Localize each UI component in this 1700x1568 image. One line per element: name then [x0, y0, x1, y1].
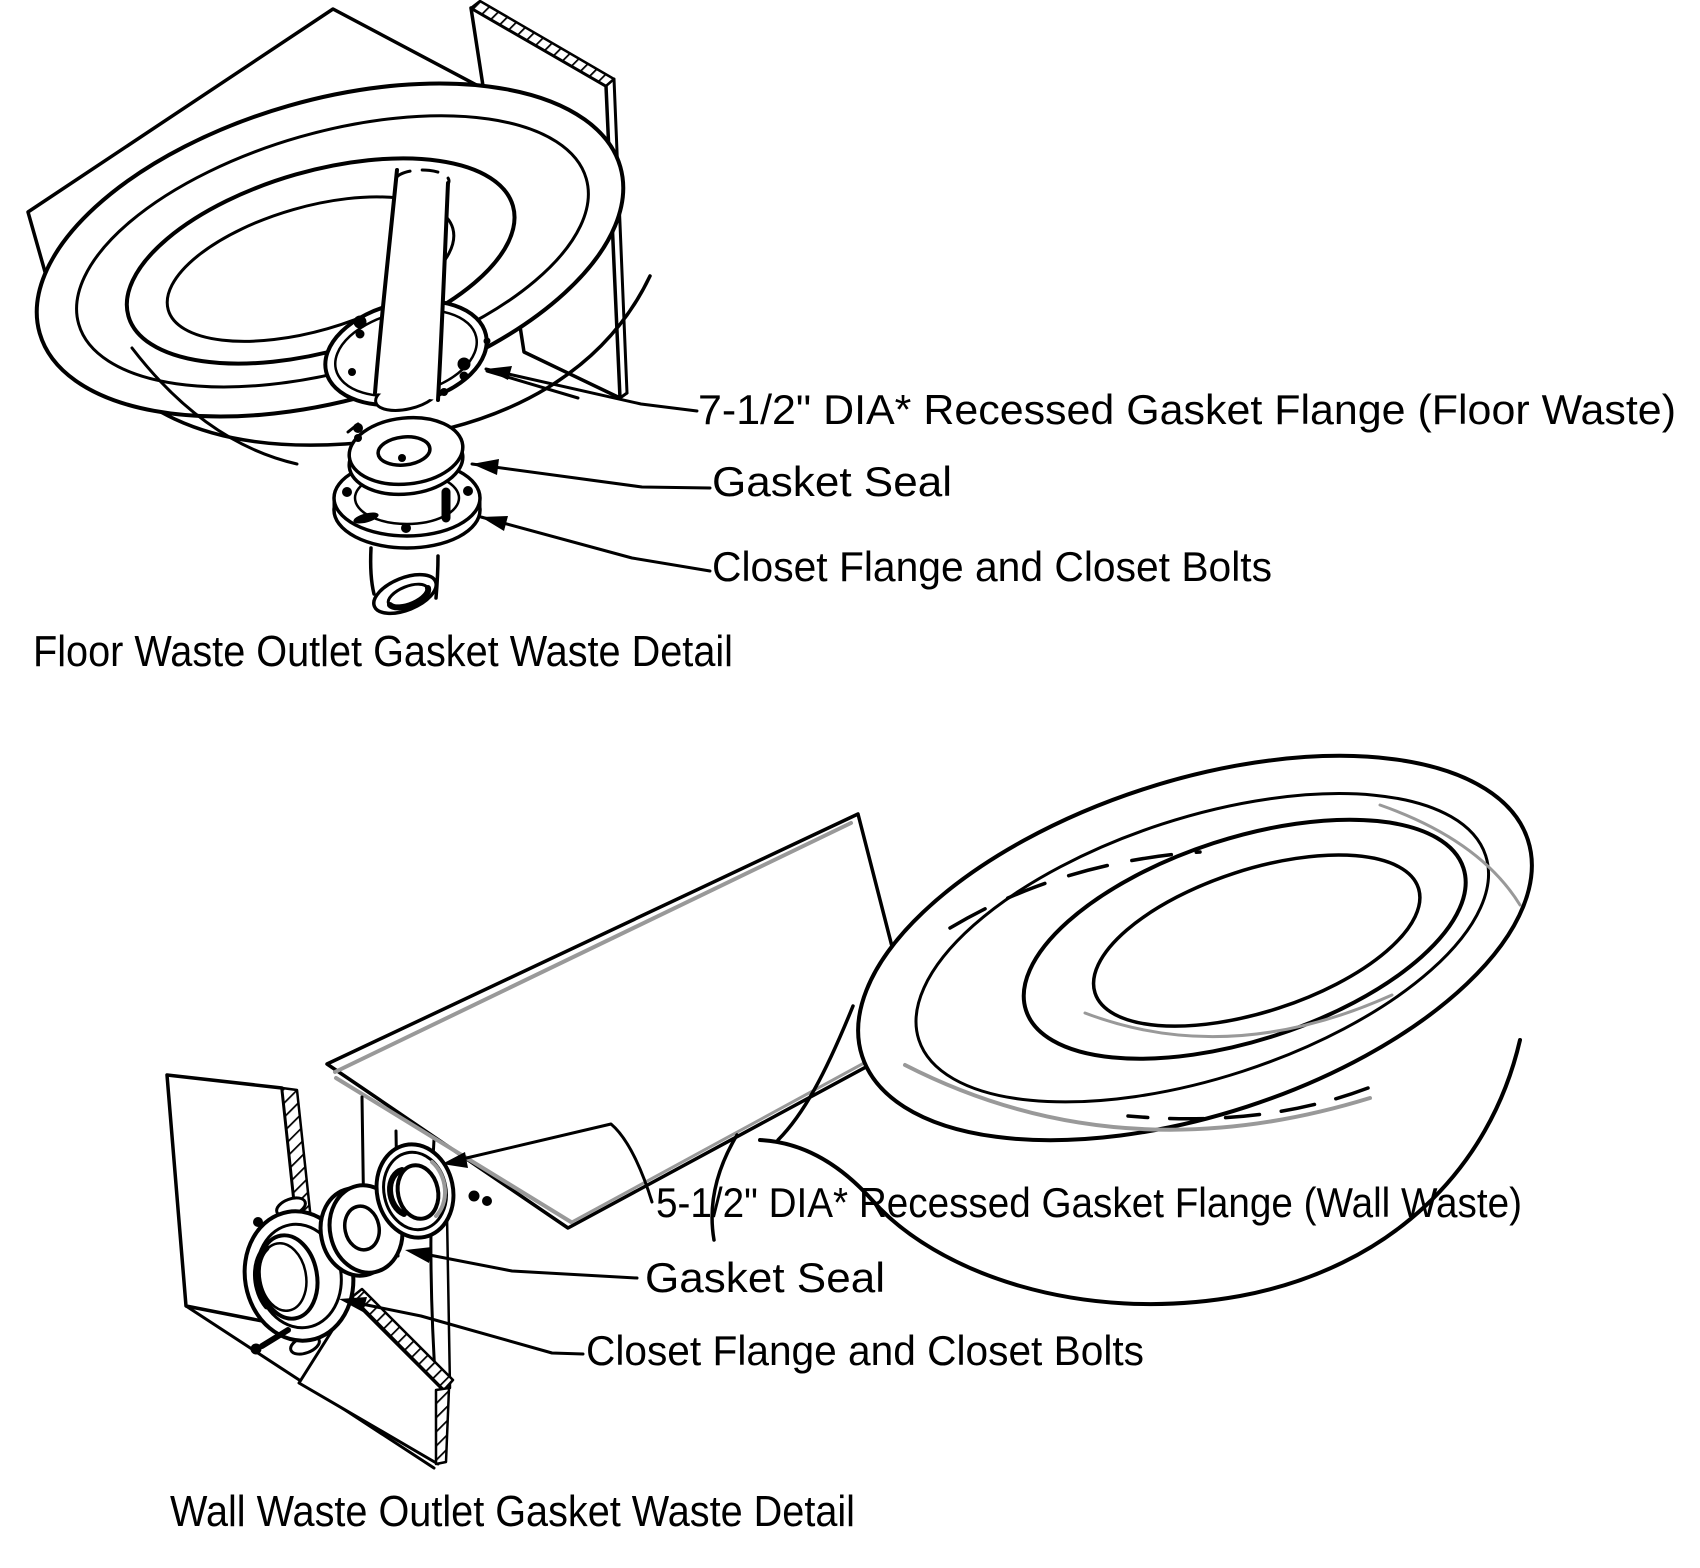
leader-flange [456, 1122, 654, 1204]
arrowhead [442, 1152, 468, 1168]
flange-bolt [459, 371, 469, 381]
bowl-outlet-line [130, 346, 299, 466]
floor-detail-title: Floor Waste Outlet Gasket Waste Detail [33, 627, 733, 676]
leader-gasket [412, 1250, 639, 1280]
arrowhead [481, 516, 508, 531]
label-wall-flange: 5-1/2" DIA* Recessed Gasket Flange (Wall… [656, 1179, 1522, 1226]
hidden-hole-arc [394, 168, 451, 186]
floor-waste-drawing: 7-1/2" DIA* Recessed Gasket Flange (Floo… [26, 0, 1676, 676]
flange-bolt [353, 315, 367, 329]
loose-bolts [468, 1190, 492, 1206]
closet-bolt [253, 1217, 263, 1227]
toilet-bowl [360, 753, 1534, 1307]
leader-closet [479, 515, 712, 573]
arrowhead [472, 459, 499, 475]
drain-pipe [373, 168, 451, 402]
bowl-body [758, 1038, 1522, 1307]
label-floor-closet-flange: Closet Flange and Closet Bolts [712, 543, 1272, 590]
flange-hole [483, 337, 491, 345]
trapway-line [710, 1133, 739, 1242]
outlet-spigot [368, 546, 440, 616]
closet-bolt [250, 1343, 262, 1355]
flange-hole [348, 368, 356, 376]
closet-bolt [259, 1327, 291, 1349]
arrowhead [339, 1297, 367, 1312]
flange-bolt [355, 329, 365, 339]
closet-bolts [342, 423, 473, 533]
wall-section-corner [297, 1138, 455, 1466]
label-wall-gasket-seal: Gasket Seal [645, 1254, 885, 1301]
leader-lines-wall [339, 1122, 654, 1356]
gasket-seal [346, 415, 465, 497]
leader-lines-floor [470, 366, 712, 573]
recessed-gasket-flange-wall [374, 1142, 456, 1240]
leader-gasket [470, 462, 712, 490]
label-wall-closet-flange: Closet Flange and Closet Bolts [586, 1327, 1144, 1374]
arrowhead [405, 1247, 432, 1263]
leader-closet [350, 1300, 585, 1356]
leader-flange [484, 367, 699, 413]
label-floor-flange: 7-1/2" DIA* Recessed Gasket Flange (Floo… [698, 386, 1676, 433]
wall-hatch-edge [434, 1386, 451, 1466]
label-floor-gasket-seal: Gasket Seal [712, 458, 952, 505]
wall-detail-title: Wall Waste Outlet Gasket Waste Detail [170, 1487, 855, 1536]
flange-bolt [457, 357, 471, 371]
wall-waste-drawing: 5-1/2" DIA* Recessed Gasket Flange (Wall… [165, 753, 1534, 1536]
flange-hole [440, 388, 448, 396]
arrowhead [486, 366, 512, 380]
